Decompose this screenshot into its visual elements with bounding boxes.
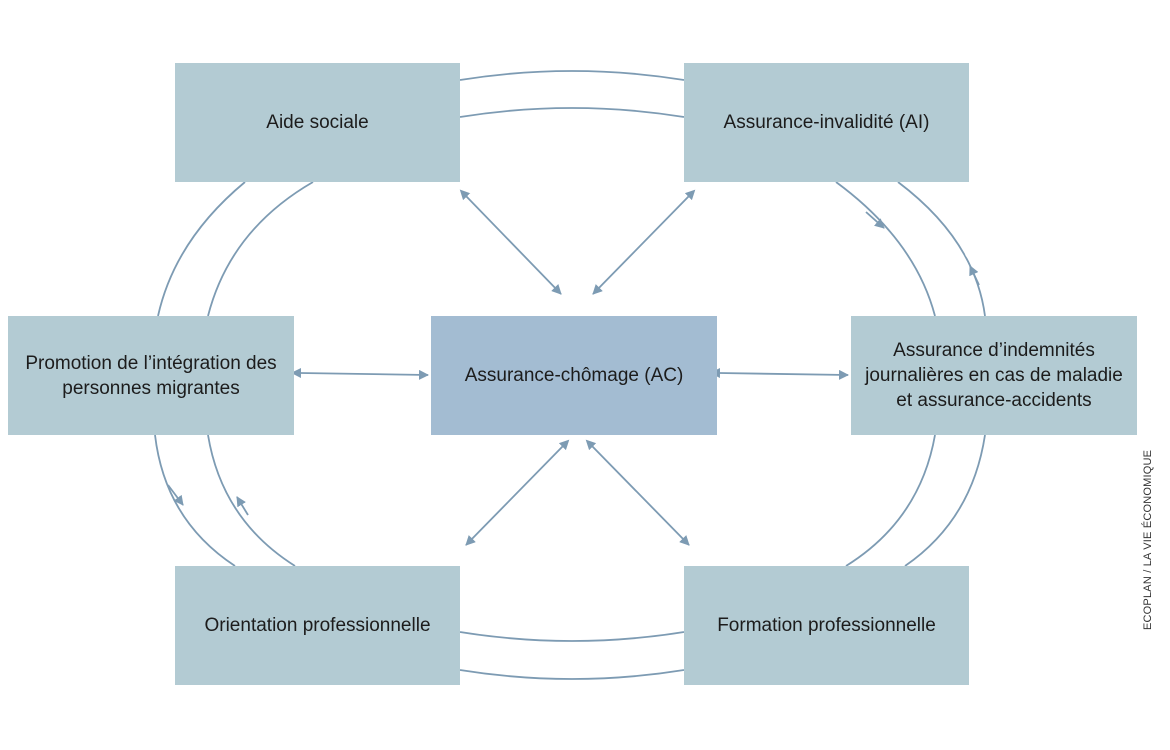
link-right-lower-outer	[904, 434, 986, 567]
node-orientation-professionnelle: Orientation professionnelle	[175, 566, 460, 685]
link-top-inner	[459, 107, 685, 118]
node-assurance-invalidite: Assurance-invalidité (AI)	[684, 63, 969, 182]
arrow-center-formation	[585, 439, 690, 546]
arrow-center-integration	[291, 368, 429, 380]
arrow-left-inner-up	[236, 496, 249, 516]
link-left-lower-inner	[207, 434, 296, 567]
node-promotion-integration: Promotion de l’intégration des personnes…	[8, 316, 294, 435]
arrow-center-ai	[592, 189, 696, 295]
link-bottom-inner	[459, 631, 685, 642]
link-right-upper-outer	[897, 181, 986, 317]
arrow-left-outer-down	[167, 484, 184, 506]
arrow-center-aide	[459, 189, 562, 295]
arrow-center-indemnites	[710, 368, 849, 380]
arrow-right-outer-up	[969, 265, 980, 286]
link-left-upper-inner	[207, 181, 314, 317]
link-top-outer	[459, 70, 685, 81]
link-left-lower-outer	[154, 434, 236, 567]
link-left-upper-outer	[157, 181, 246, 317]
link-right-upper-inner	[835, 181, 936, 317]
arrow-right-inner-down	[865, 211, 885, 229]
link-bottom-outer	[459, 669, 685, 680]
arrow-center-orientation	[465, 439, 570, 546]
link-right-lower-inner	[845, 434, 936, 567]
node-aide-sociale: Aide sociale	[175, 63, 460, 182]
node-formation-professionnelle: Formation professionnelle	[684, 566, 969, 685]
node-indemnites-journalieres: Assurance d’indemnités journalières en c…	[851, 316, 1137, 435]
node-assurance-chomage: Assurance-chômage (AC)	[431, 316, 717, 435]
